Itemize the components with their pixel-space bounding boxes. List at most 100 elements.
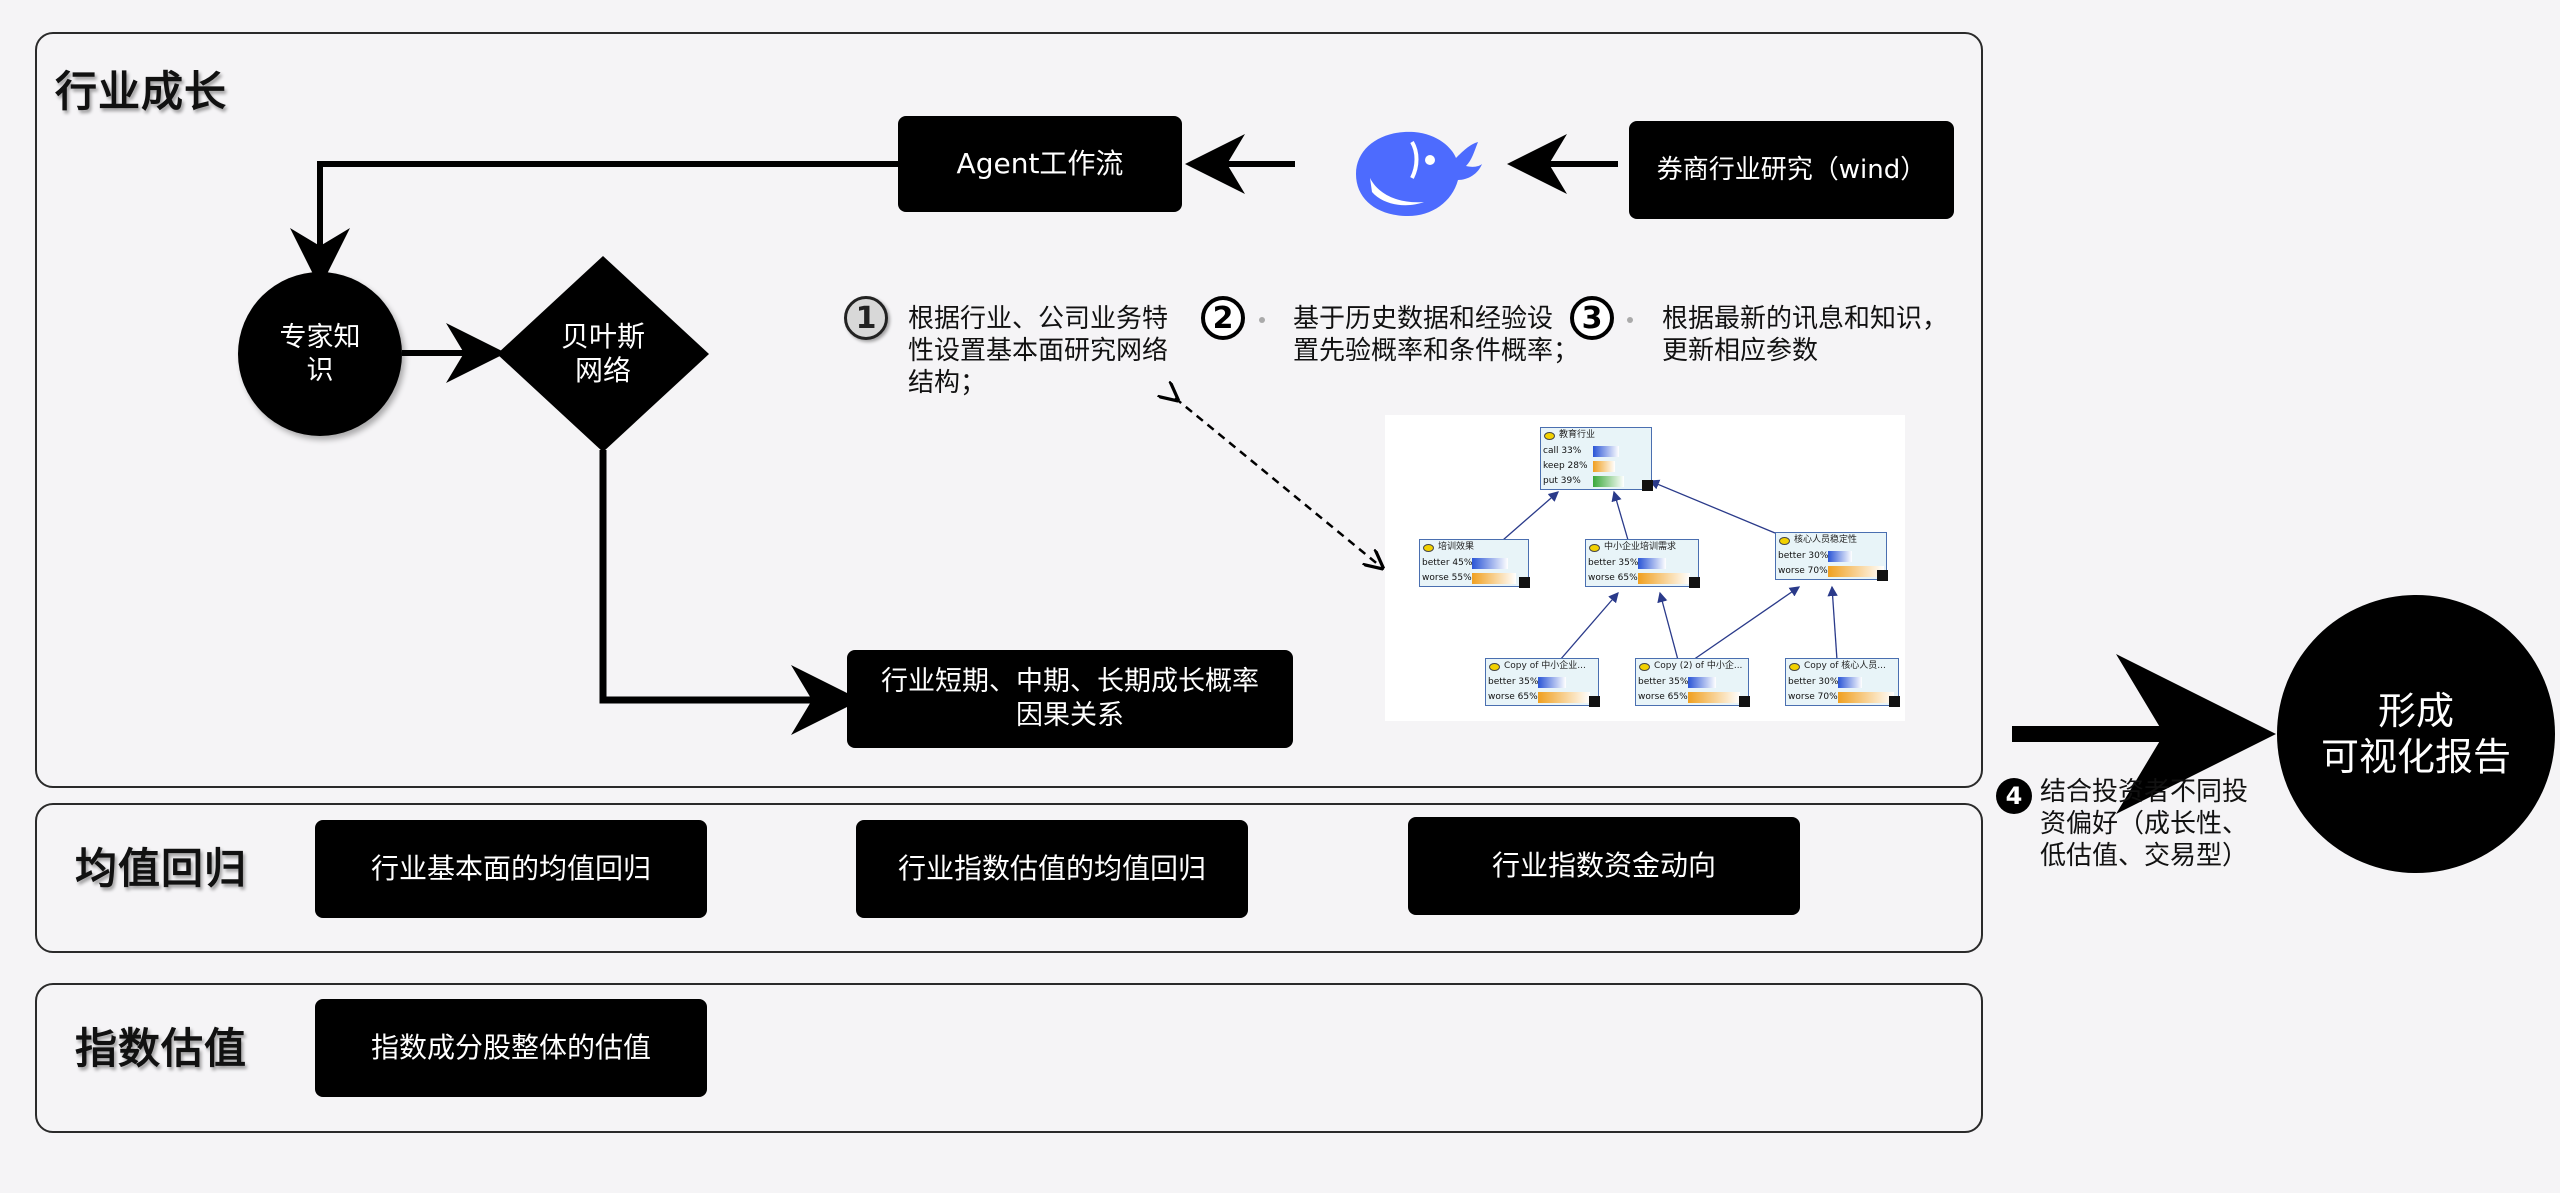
growth-probability-label: 行业短期、中期、长期成长概率 因果关系 [881,666,1259,731]
step-3-badge: 3 [1570,296,1614,340]
step-3-text: 根据最新的讯息和知识， 更新相应参数 [1662,304,1949,366]
agent-workflow-label: Agent工作流 [956,147,1124,180]
node-checkbox-icon [1689,577,1700,588]
step-2-text: 基于历史数据和经验设 置先验概率和条件概率； [1293,304,1580,366]
index-fund-flow-box: 行业指数资金动向 [1408,817,1800,915]
state-label: better 45% [1422,558,1473,568]
bayes-node-state: better 35% [1636,675,1748,690]
state-probability-bar [1472,573,1516,584]
bayes-node-state: worse 65% [1486,690,1598,705]
state-label: worse 65% [1638,692,1688,702]
bayes-network-edges [1502,479,1838,661]
bayes-node-title: Copy of 中小企业... [1486,659,1598,675]
bayes-node-state: better 30% [1776,549,1886,564]
step-2-badge: 2 [1201,296,1245,340]
node-dot-icon [1544,432,1555,440]
state-probability-bar [1638,573,1690,584]
state-probability-bar [1828,551,1852,562]
bayes-node-title: 核心人员稳定性 [1776,533,1886,549]
bayes-node: Copy (2) of 中小企... better 35% worse 65% [1635,658,1750,707]
bayes-node-state: worse 65% [1586,571,1698,586]
state-probability-bar [1593,461,1615,472]
bayes-node: Copy of 中小企业... better 35% worse 65% [1485,658,1600,707]
state-probability-bar [1472,558,1508,569]
state-label: worse 70% [1778,566,1828,576]
bayes-node-title: Copy of 核心人员... [1786,659,1898,675]
step-4-badge: 4 [1996,778,2032,814]
visual-report-label: 形成 可视化报告 [2320,689,2511,779]
step-4-text: 结合投资者不同投 资偏好（成长性、 低估值、交易型） [2040,777,2249,871]
node-dot-icon [1489,663,1500,671]
bayes-node-state: worse 65% [1636,690,1748,705]
bayes-node: Copy of 核心人员... better 30% worse 70% [1785,658,1900,707]
bayes-node-state: worse 55% [1420,571,1528,586]
bayes-node-title: Copy (2) of 中小企... [1636,659,1748,675]
node-checkbox-icon [1877,570,1888,581]
node-dot-icon [1789,663,1800,671]
bayes-node-title: 教育行业 [1541,428,1651,444]
state-label: better 35% [1488,677,1539,687]
broker-research-label: 券商行业研究（wind） [1656,155,1927,185]
bayes-network-label: 贝叶斯 网络 [560,320,645,387]
state-label: better 35% [1638,677,1689,687]
state-probability-bar [1838,692,1894,703]
bayes-node-state: better 35% [1586,556,1698,571]
state-probability-bar [1828,566,1884,577]
agent-workflow-box: Agent工作流 [898,116,1182,212]
mean-reversion-title: 均值回归 [75,844,248,893]
bayes-node-state: keep 28% [1541,459,1651,474]
bayes-node-state: worse 70% [1786,690,1898,705]
node-checkbox-icon [1642,480,1653,491]
step-1-badge: 1 [844,296,888,340]
state-label: better 35% [1588,558,1639,568]
state-label: keep 28% [1543,461,1588,471]
state-probability-bar [1688,692,1740,703]
constituent-valuation-box: 指数成分股整体的估值 [315,999,707,1097]
bayes-node-state: worse 70% [1776,564,1886,579]
bayes-node-state: better 30% [1786,675,1898,690]
state-label: better 30% [1778,551,1829,561]
bayes-node-state: better 35% [1486,675,1598,690]
state-probability-bar [1538,677,1566,688]
bayes-node-state: call 33% [1541,444,1651,459]
state-probability-bar [1638,558,1666,569]
bayes-node-title: 培训效果 [1420,540,1528,556]
index-valuation-mean-reversion-box: 行业指数估值的均值回归 [856,820,1248,918]
state-label: worse 65% [1488,692,1538,702]
node-checkbox-icon [1739,696,1750,707]
node-dot-icon [1779,537,1790,545]
bayes-node: 核心人员稳定性 better 30% worse 70% [1775,532,1888,581]
state-probability-bar [1838,677,1862,688]
bayes-node-title: 中小企业培训需求 [1586,540,1698,556]
state-label: worse 55% [1422,573,1472,583]
growth-probability-box: 行业短期、中期、长期成长概率 因果关系 [847,650,1293,748]
state-label: better 30% [1788,677,1839,687]
node-checkbox-icon [1889,696,1900,707]
node-checkbox-icon [1589,696,1600,707]
index-valuation-title: 指数估值 [75,1024,248,1073]
bayes-node-state: put 39% [1541,474,1651,489]
expert-knowledge-label: 专家知 识 [279,322,361,386]
whale-logo-icon [1356,131,1482,216]
bayes-node: 中小企业培训需求 better 35% worse 65% [1585,539,1700,588]
step-1-text: 根据行业、公司业务特 性设置基本面研究网络 结构； [908,304,1169,398]
fundamental-mean-reversion-box: 行业基本面的均值回归 [315,820,707,918]
broker-research-box: 券商行业研究（wind） [1629,121,1954,219]
state-probability-bar [1688,677,1716,688]
bayes-node: 培训效果 better 45% worse 55% [1419,539,1530,588]
visual-report-circle: 形成 可视化报告 [2277,595,2555,873]
bayes-network-diamond: 贝叶斯 网络 [497,256,709,452]
expert-knowledge-circle: 专家知 识 [238,272,402,436]
state-label: worse 65% [1588,573,1638,583]
node-dot-icon [1639,663,1650,671]
node-dot-icon [1423,544,1434,552]
state-label: put 39% [1543,476,1581,486]
state-probability-bar [1593,446,1619,457]
state-probability-bar [1593,476,1624,487]
node-dot-icon [1589,544,1600,552]
bayes-node-state: better 45% [1420,556,1528,571]
growth-section-title: 行业成长 [55,67,228,116]
